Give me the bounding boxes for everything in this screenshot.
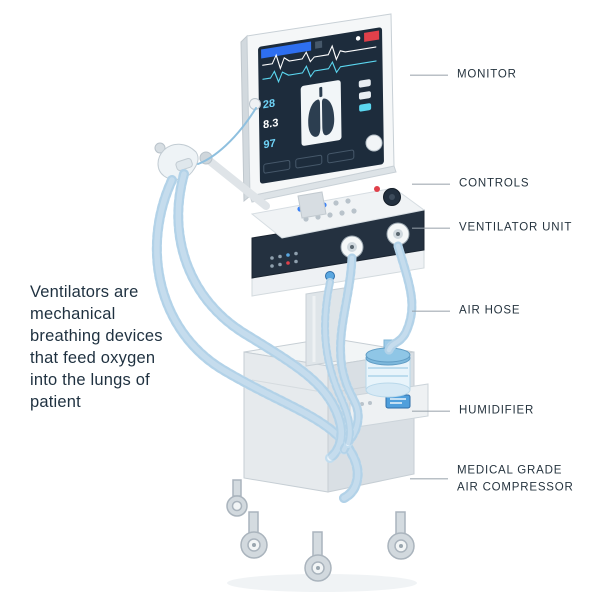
label-humidifier: HUMIDIFIER [459, 404, 535, 417]
caster-wheels [226, 479, 415, 582]
humidifier-assembly [349, 339, 429, 429]
label-ventilator-unit: VENTILATOR UNIT [459, 221, 573, 234]
hose-main-loop [151, 175, 363, 503]
hose-to-humidifier [384, 241, 417, 355]
hose-port-right [386, 222, 410, 246]
leader-line-humidifier [412, 410, 450, 412]
humidifier-jar [365, 339, 411, 398]
leader-line-controls [412, 183, 450, 185]
lungs-icon [308, 86, 335, 137]
control-panel [250, 186, 426, 239]
screen-side-buttons [358, 79, 372, 112]
leader-line-air-hose [412, 310, 450, 312]
label-air-hose: AIR HOSE [459, 304, 521, 317]
label-air-compressor-line2: AIR COMPRESSOR [457, 481, 574, 493]
callout-air-compressor: MEDICAL GRADE AIR COMPRESSOR [410, 462, 574, 495]
caster-front-center [304, 531, 332, 582]
callout-controls: CONTROLS [412, 176, 529, 193]
alarm-light [374, 186, 380, 192]
patient-mask [154, 142, 199, 180]
caster-back-left [226, 479, 248, 517]
leader-line-air-compressor [410, 478, 448, 480]
leader-line-ventilator-unit [412, 227, 450, 229]
screen-alert-badge [364, 30, 380, 42]
callout-monitor: MONITOR [410, 67, 517, 84]
screen-bottom-keys [263, 149, 355, 174]
hose-from-small-port [321, 278, 354, 448]
label-controls: CONTROLS [459, 177, 530, 190]
monitor-display: 28 8.3 97 [240, 13, 397, 203]
sensor-cable [197, 107, 257, 165]
screen-reading-2: 8.3 [263, 117, 278, 131]
ecg-waveform-2 [262, 60, 377, 84]
screen-top-bar [261, 41, 312, 59]
floor-shadow [227, 574, 417, 592]
indicator-dots [270, 251, 298, 268]
callout-ventilator-unit: VENTILATOR UNIT [412, 220, 572, 237]
leader-line-monitor [410, 74, 448, 76]
caster-front-right [387, 511, 415, 560]
hose-secondary-loop [173, 169, 347, 463]
screen-reading-3: 97 [263, 137, 275, 151]
ecg-waveform-1 [262, 44, 377, 71]
ventilator-unit-body [251, 209, 425, 297]
patient-circuit-arm [199, 151, 270, 210]
callout-humidifier: HUMIDIFIER [412, 403, 534, 420]
label-air-compressor-line1: MEDICAL GRADE [457, 464, 563, 477]
control-knob [383, 188, 401, 206]
air-hoses [151, 107, 417, 503]
monitor-screen: 28 8.3 97 [258, 27, 384, 184]
monitor-hinge [297, 191, 327, 219]
description-text: Ventilators are mechanical breathing dev… [30, 283, 163, 411]
screen-reading-1: 28 [263, 97, 275, 111]
monitor-dial [365, 134, 383, 152]
caster-front-left [240, 511, 268, 559]
label-monitor: MONITOR [457, 68, 517, 81]
label-air-compressor: MEDICAL GRADE AIR COMPRESSOR [457, 462, 574, 495]
callout-air-hose: AIR HOSE [412, 303, 520, 320]
